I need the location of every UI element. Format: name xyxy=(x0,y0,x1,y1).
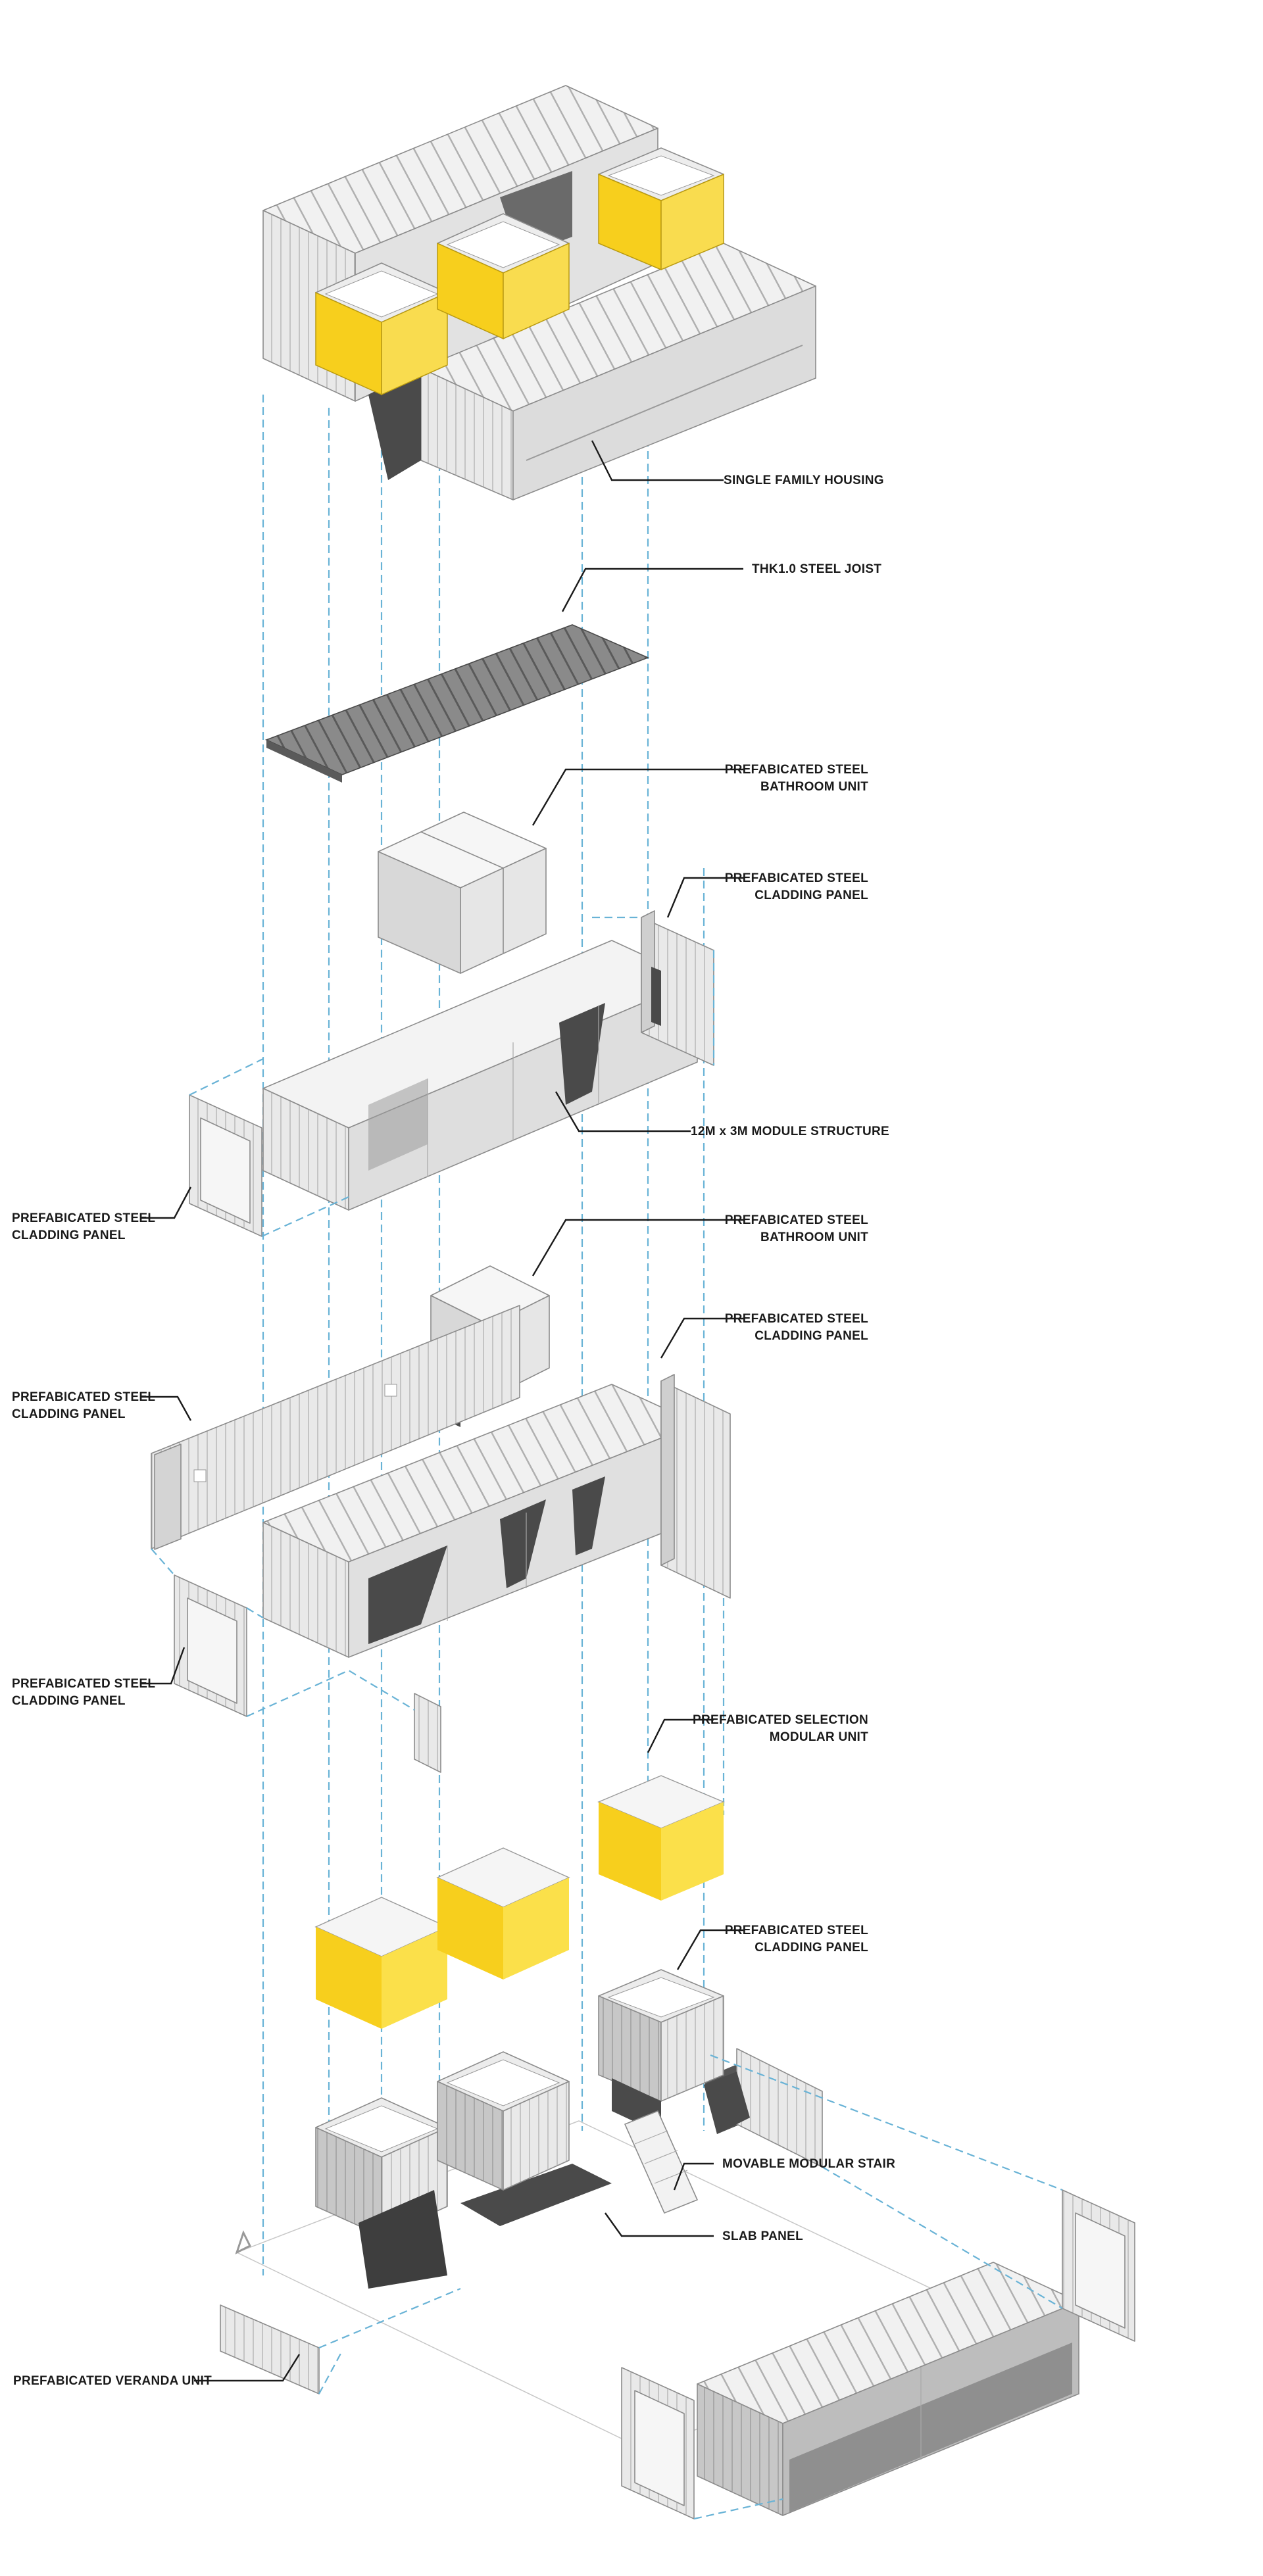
yellow-box-c xyxy=(598,147,724,271)
cladding-panel-2-left-bottom-illustration xyxy=(151,1548,441,1773)
label-bathroom-unit-1-line2: BATHROOM UNIT xyxy=(760,780,868,794)
ground-box-3-illustration xyxy=(598,1969,724,2134)
label-cladding-panel-2-right-line1: PREFABICATED STEEL xyxy=(725,1312,868,1326)
cladding-panel-1-right-illustration xyxy=(592,910,715,1066)
label-cladding-panel-2-left-top-line1: PREFABICATED STEEL xyxy=(12,1390,155,1404)
label-cladding-panel-3-right-line2: CLADDING PANEL xyxy=(755,1941,868,1955)
label-steel-joist: THK1.0 STEEL JOIST xyxy=(752,562,881,576)
label-cladding-panel-3-right-line1: PREFABICATED STEEL xyxy=(725,1924,868,1937)
label-selection-modular-unit-line2: MODULAR UNIT xyxy=(770,1730,868,1744)
bottom-module-illustration xyxy=(697,2262,1079,2516)
ground-box-1-illustration xyxy=(315,2097,448,2289)
yellow-box-b xyxy=(437,213,570,340)
label-module-structure: 12M x 3M MODULE STRUCTURE xyxy=(691,1125,889,1138)
selection-modular-unit-2-illustration xyxy=(436,1847,570,1980)
selection-modular-unit-3-illustration xyxy=(597,1775,725,1901)
label-selection-modular-unit-line1: PREFABICATED SELECTION xyxy=(693,1713,868,1727)
yellow-box-a xyxy=(315,262,448,396)
ground-box-2-illustration xyxy=(437,2051,570,2191)
label-bathroom-unit-2-line1: PREFABICATED STEEL xyxy=(725,1213,868,1227)
module-structure-2-illustration xyxy=(262,1384,698,1658)
leader-lines xyxy=(141,440,743,2382)
label-cladding-panel-2-left-bottom-line2: CLADDING PANEL xyxy=(12,1694,126,1708)
label-slab-panel: SLAB PANEL xyxy=(722,2229,803,2243)
label-single-family-housing: SINGLE FAMILY HOUSING xyxy=(724,474,884,487)
bathroom-unit-1-illustration xyxy=(378,812,547,974)
bottom-cladding-left-illustration xyxy=(621,2367,695,2519)
cladding-panel-1-left-illustration xyxy=(189,1058,349,1238)
cladding-panel-2-right-illustration xyxy=(660,1374,731,1599)
labels: SINGLE FAMILY HOUSING THK1.0 STEEL JOIST… xyxy=(12,474,895,2388)
label-veranda-unit: PREFABICATED VERANDA UNIT xyxy=(13,2374,212,2388)
movable-modular-stair-illustration xyxy=(624,2110,698,2214)
selection-modular-unit-1-illustration xyxy=(314,1897,449,2029)
cladding-panel-3-side-illustration xyxy=(704,2048,823,2168)
assembled-house-illustration xyxy=(262,85,816,500)
bottom-cladding-right-illustration xyxy=(693,2054,1135,2520)
label-modular-stair: MOVABLE MODULAR STAIR xyxy=(722,2157,895,2171)
label-cladding-panel-2-left-bottom-line1: PREFABICATED STEEL xyxy=(12,1677,155,1691)
label-cladding-panel-1-left-line2: CLADDING PANEL xyxy=(12,1228,126,1242)
label-cladding-panel-1-left-line1: PREFABICATED STEEL xyxy=(12,1211,155,1225)
label-bathroom-unit-2-line2: BATHROOM UNIT xyxy=(760,1230,868,1244)
label-cladding-panel-1-right-line1: PREFABICATED STEEL xyxy=(725,871,868,885)
module-structure-1-illustration xyxy=(262,940,698,1211)
label-cladding-panel-2-left-top-line2: CLADDING PANEL xyxy=(12,1407,126,1421)
label-cladding-panel-2-right-line2: CLADDING PANEL xyxy=(755,1329,868,1343)
label-cladding-panel-1-right-line2: CLADDING PANEL xyxy=(755,888,868,902)
cladding-panel-2-left-top-illustration xyxy=(151,1305,520,1550)
veranda-unit-illustration xyxy=(220,2287,461,2394)
label-bathroom-unit-1-line1: PREFABICATED STEEL xyxy=(725,763,868,777)
steel-joist-illustration xyxy=(264,624,650,783)
